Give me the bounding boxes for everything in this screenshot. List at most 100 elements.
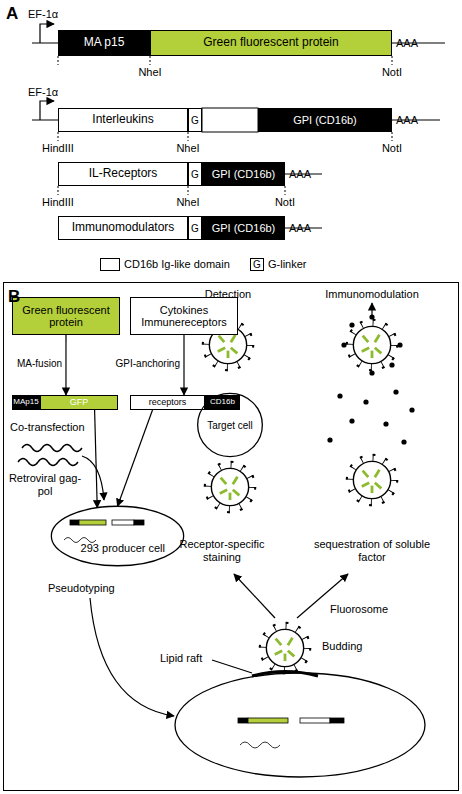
callout-label: Lipid raft	[160, 652, 202, 665]
site-label: NheI	[120, 66, 180, 79]
node-text: receptors	[149, 398, 187, 408]
legend-sample-letter: G	[250, 258, 264, 271]
site-label: NotI	[362, 66, 422, 79]
polya-label: AAA	[289, 168, 311, 181]
restriction-ticks-part	[58, 186, 59, 195]
node-text: GFP	[70, 398, 89, 408]
node-text: G	[191, 223, 199, 234]
budding-cell	[175, 673, 425, 777]
gag-pol-rna-part	[18, 459, 78, 466]
step-label: Pseudotyping	[48, 582, 115, 595]
edge-label: GPI-anchoring	[102, 358, 180, 370]
lipid-raft	[252, 672, 318, 677]
soluble-factor-dots-part	[349, 322, 354, 327]
restriction-ticks-part	[188, 186, 189, 195]
node-text: Green fluorescent protein	[13, 304, 119, 328]
callout-label: Fluorosome	[330, 603, 388, 616]
budding-cell-contents-part	[240, 742, 280, 748]
outline	[50, 505, 185, 567]
restriction-ticks	[58, 56, 392, 195]
node-text: Interleukins	[92, 113, 153, 126]
insert-box: Immunomodulators	[58, 216, 188, 240]
soluble-factor-dots-part	[409, 407, 414, 412]
ig-domain-box	[202, 108, 258, 132]
fluorosome-particles-part	[347, 455, 397, 505]
budding-cell-contents-part	[300, 718, 330, 723]
process-box: Cytokines Immunereceptors	[130, 297, 238, 335]
node-text: G	[191, 169, 199, 180]
output-arrows-part	[82, 456, 104, 500]
legend-text: G-linker	[268, 258, 307, 271]
site-label: NheI	[158, 142, 218, 155]
soluble-factor-dots-part	[397, 342, 402, 347]
gfp-box: Green fluorescent protein	[150, 30, 392, 56]
producer-cell-contents-part	[70, 520, 79, 525]
fusion-box: MAp15	[12, 395, 40, 410]
flow-arrow	[95, 410, 98, 508]
producer-cell: 293 producer cell	[50, 505, 185, 567]
node-text: IL-Receptors	[89, 167, 158, 180]
receptor-box: receptors	[130, 395, 205, 410]
producer-cell-contents-part	[134, 520, 144, 525]
callout-label: Budding	[322, 640, 362, 653]
node-text: Target cell	[207, 420, 253, 431]
soluble-factor-dots-part	[369, 370, 374, 375]
node-text: GPI (CD16b)	[293, 114, 357, 126]
budding-cell-contents-part	[330, 718, 344, 723]
construct-lines-part	[40, 101, 54, 120]
gfp-box: GFP	[40, 395, 118, 410]
gag-pol-rna-part	[22, 445, 82, 452]
gpi-box: CD16b	[205, 395, 240, 410]
legend-swatch	[100, 258, 120, 271]
node-text: CD16b	[210, 398, 235, 407]
application-label: Detection	[178, 288, 278, 301]
legend-text: CD16b Ig-like domain	[124, 258, 230, 271]
flow-arrow	[65, 335, 66, 395]
application-label: Receptor-specific staining	[160, 538, 284, 563]
restriction-ticks-part	[150, 56, 151, 65]
restriction-ticks-part	[188, 132, 189, 141]
node-text: Green fluorescent protein	[203, 36, 338, 49]
producer-cell-contents-part	[64, 538, 96, 543]
node-text: GPI (CD16b)	[212, 222, 276, 234]
rna-label: Retroviral gag-pol	[8, 472, 82, 497]
panel-letter: A	[6, 4, 18, 24]
soluble-factor-dots-part	[369, 314, 374, 319]
fluorosome-particles	[203, 320, 397, 673]
soluble-factor-dots-part	[349, 418, 354, 423]
cell-outline	[198, 393, 263, 456]
producer-cell-contents-part	[79, 520, 106, 525]
restriction-ticks-part	[392, 56, 393, 65]
soluble-factor-dots-part	[341, 342, 346, 347]
restriction-ticks-part	[58, 56, 59, 65]
site-label: HindIII	[28, 196, 88, 209]
soluble-factor-dots-part	[393, 389, 398, 394]
node-text: MA p15	[84, 36, 125, 49]
node-text: G	[191, 115, 199, 126]
soluble-factor-dots-part	[363, 399, 368, 404]
insert-box: IL-Receptors	[58, 162, 188, 186]
cell-outline	[51, 506, 183, 566]
node-text: MAp15	[13, 398, 38, 407]
fusion-box: MA p15	[58, 30, 150, 56]
gpi-box: GPI (CD16b)	[202, 216, 285, 240]
site-label: NotI	[362, 142, 422, 155]
producer-cell-contents	[64, 520, 144, 543]
application-label: Immunomodulation	[312, 288, 432, 301]
gpi-box: GPI (CD16b)	[202, 162, 285, 186]
construct-lines-part	[40, 24, 54, 43]
budding-cell-contents	[238, 718, 344, 748]
insert-box: Interleukins	[58, 108, 188, 132]
flow-arrow	[183, 335, 184, 395]
fluorosome-particles-part	[347, 320, 397, 370]
restriction-ticks-part	[58, 132, 59, 141]
soluble-factor-dots-part	[327, 437, 332, 442]
restriction-ticks-part	[392, 132, 393, 141]
linker-box: G	[188, 216, 202, 240]
node-text: GPI (CD16b)	[212, 168, 276, 180]
site-label: NheI	[158, 196, 218, 209]
flow-arrow	[118, 410, 153, 506]
soluble-factor-dots-part	[337, 393, 342, 398]
